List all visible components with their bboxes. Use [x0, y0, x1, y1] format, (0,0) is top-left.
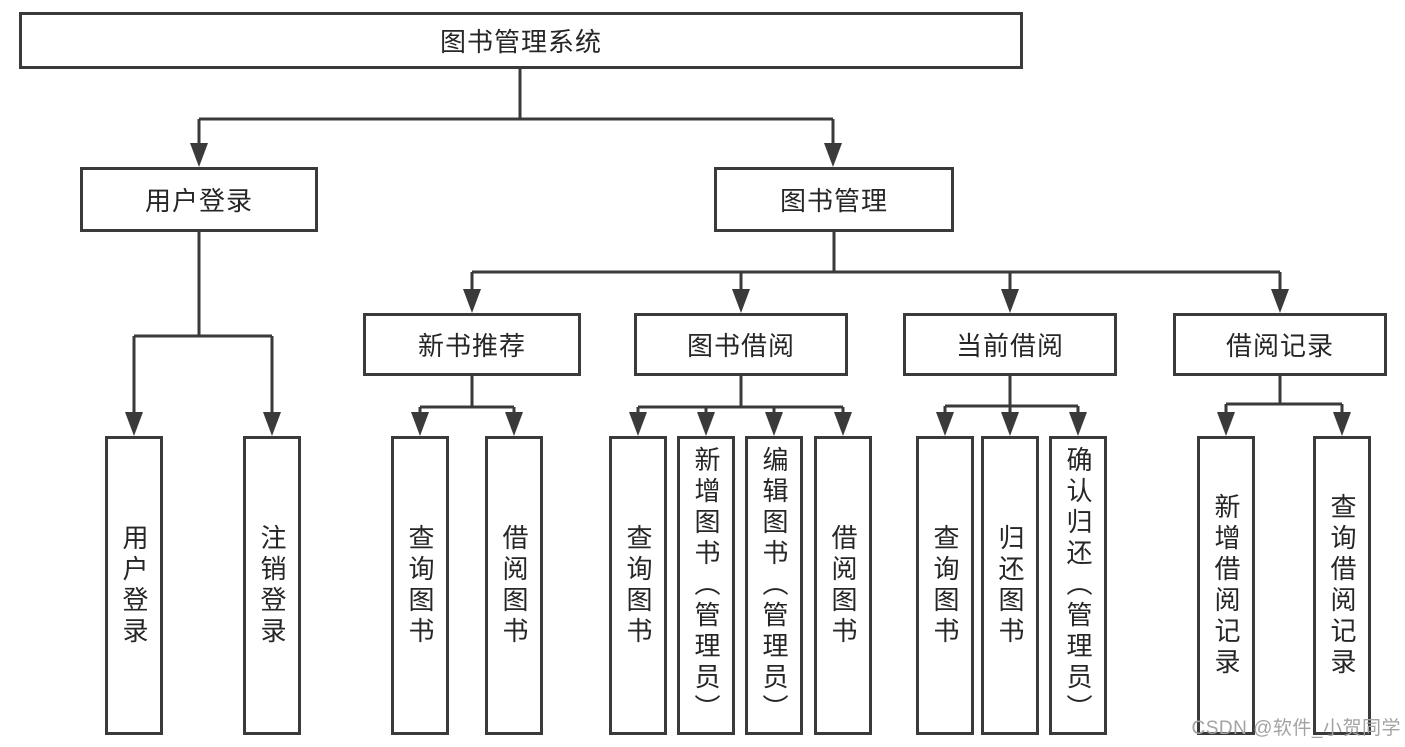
connector-book-management-to-level2 [470, 232, 1282, 290]
leaf-add-borrow-record: 新增借阅记录 [1197, 436, 1255, 735]
arrow-leaf-query-books-2 [629, 412, 647, 436]
connector-current-borrowing-to-leaves [943, 376, 1080, 413]
arrow-book-management [824, 143, 842, 167]
leaf-borrow-books-1-label: 借阅图书 [499, 523, 529, 648]
node-current-borrowing-label: 当前借阅 [955, 331, 1064, 361]
arrow-leaf-add-books [697, 412, 715, 436]
arrow-leaf-return-books [1001, 412, 1019, 436]
node-book-borrowing-label: 图书借阅 [686, 331, 795, 361]
arrowheads [125, 143, 1351, 436]
arrow-leaf-user-login [125, 412, 143, 436]
arrow-leaf-borrow-books-1 [505, 412, 523, 436]
leaf-borrow-books-2-label: 借阅图书 [828, 523, 858, 648]
arrow-leaf-borrow-books-2 [834, 412, 852, 436]
node-user-login-label: 用户登录 [144, 186, 253, 216]
leaf-return-books: 归还图书 [981, 436, 1039, 735]
leaf-query-books-3: 查询图书 [916, 436, 974, 735]
arrow-user-login [190, 143, 208, 167]
arrow-leaf-query-books-1 [411, 412, 429, 436]
arrow-leaf-edit-books [765, 412, 783, 436]
connector-new-book-recommend-to-leaves [418, 376, 516, 413]
node-current-borrowing: 当前借阅 [903, 313, 1117, 376]
node-borrowing-records-label: 借阅记录 [1225, 331, 1334, 361]
leaf-add-books-admin-label: 新增图书（管理员） [691, 446, 721, 725]
node-user-login: 用户登录 [80, 167, 318, 232]
arrow-borrowing-records [1271, 289, 1289, 313]
arrow-book-borrowing [732, 289, 750, 313]
leaf-user-login: 用户登录 [105, 436, 163, 735]
arrow-leaf-query-borrow-record [1333, 412, 1351, 436]
leaf-confirm-return-admin: 确认归还（管理员） [1049, 436, 1107, 735]
leaf-add-borrow-record-label: 新增借阅记录 [1211, 492, 1241, 679]
connector-root-to-level1 [197, 69, 835, 144]
leaf-edit-books-admin-label: 编辑图书（管理员） [759, 446, 789, 725]
leaf-borrow-books-1: 借阅图书 [485, 436, 543, 735]
leaf-query-borrow-record: 查询借阅记录 [1313, 436, 1371, 735]
node-book-borrowing: 图书借阅 [634, 313, 848, 376]
node-library-management-system-label: 图书管理系统 [439, 27, 602, 57]
connector-user-login-to-leaves [132, 232, 274, 413]
leaf-query-books-1-label: 查询图书 [405, 523, 435, 648]
leaf-add-books-admin: 新增图书（管理员） [677, 436, 735, 735]
arrow-leaf-add-borrow-record [1217, 412, 1235, 436]
arrow-leaf-query-books-3 [936, 412, 954, 436]
csdn-watermark: CSDN @软件_小贺同学 [1191, 718, 1401, 739]
node-new-book-recommend-label: 新书推荐 [417, 331, 526, 361]
leaf-query-books-3-label: 查询图书 [930, 523, 960, 648]
leaf-borrow-books-2: 借阅图书 [814, 436, 872, 735]
leaf-query-books-1: 查询图书 [391, 436, 449, 735]
leaf-edit-books-admin: 编辑图书（管理员） [745, 436, 803, 735]
node-borrowing-records: 借阅记录 [1173, 313, 1387, 376]
leaf-query-books-2-label: 查询图书 [623, 523, 653, 648]
leaf-query-borrow-record-label: 查询借阅记录 [1327, 492, 1357, 679]
connector-borrowing-records-to-leaves [1224, 376, 1344, 413]
leaf-query-books-2: 查询图书 [609, 436, 667, 735]
leaf-logout: 注销登录 [243, 436, 301, 735]
arrow-leaf-logout [263, 412, 281, 436]
connector-lines [132, 69, 1344, 413]
connector-book-borrowing-to-leaves [636, 376, 845, 413]
arrow-current-borrowing [1001, 289, 1019, 313]
node-new-book-recommend: 新书推荐 [363, 313, 581, 376]
arrow-new-book-recommend [463, 289, 481, 313]
node-book-management-label: 图书管理 [779, 186, 888, 216]
leaf-logout-label: 注销登录 [257, 523, 287, 648]
leaf-user-login-label: 用户登录 [119, 523, 149, 648]
node-library-management-system: 图书管理系统 [19, 12, 1023, 69]
leaf-confirm-return-admin-label: 确认归还（管理员） [1063, 446, 1093, 725]
node-book-management: 图书管理 [714, 167, 954, 232]
arrow-leaf-confirm-return [1069, 412, 1087, 436]
leaf-return-books-label: 归还图书 [995, 523, 1025, 648]
